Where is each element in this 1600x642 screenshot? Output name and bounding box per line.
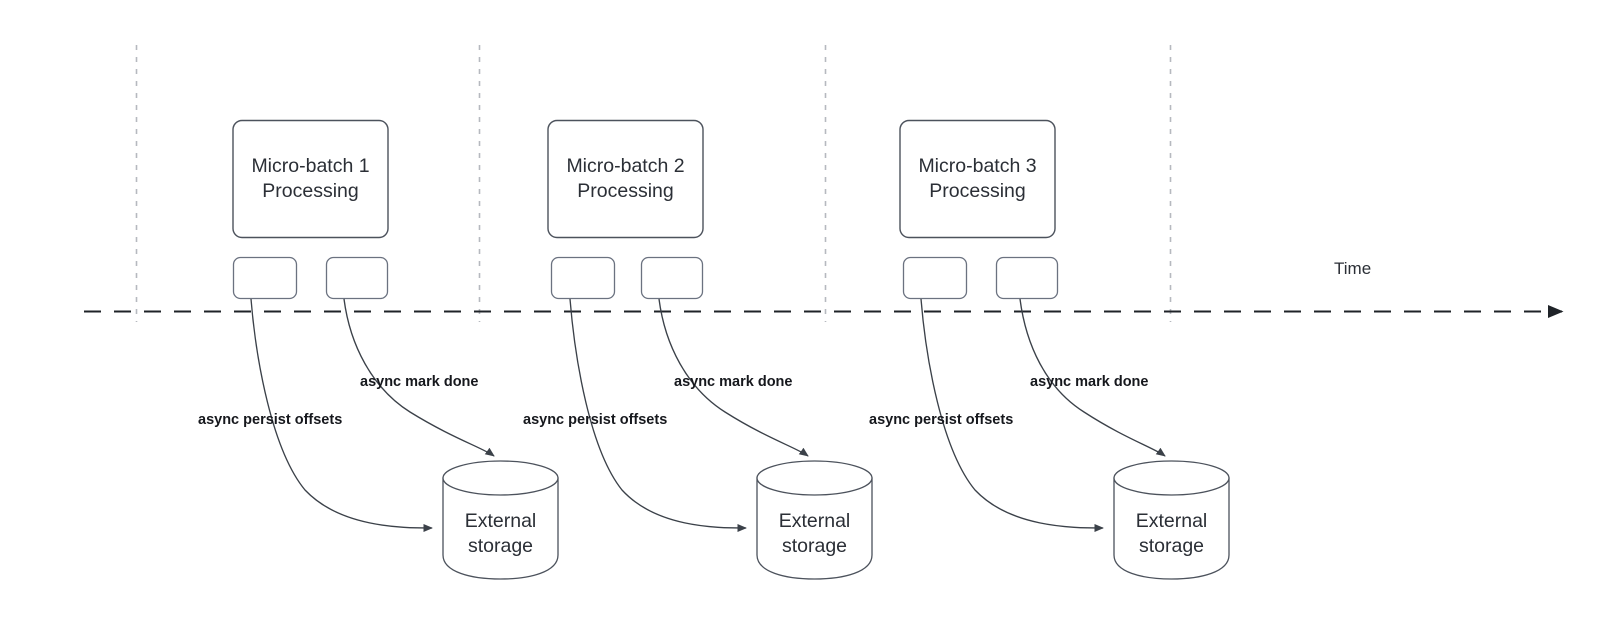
external-storage-1[interactable]: External storage (442, 460, 559, 580)
microbatch-3-task-box-left[interactable] (902, 256, 968, 300)
external-storage-3[interactable]: External storage (1113, 460, 1230, 580)
timeline-tick-group (135, 45, 1172, 322)
microbatch-2-box-rect[interactable] (547, 119, 704, 239)
microbatch-3-box-label-line1: Micro-batch 3 (918, 155, 1036, 177)
edge-async-persist-offsets-3 (920, 298, 1104, 532)
external-storage-2-top (756, 460, 873, 496)
microbatch-3-box-rect[interactable] (899, 119, 1056, 239)
external-storage-3-label-line2: storage (1139, 535, 1204, 557)
microbatch-3-box[interactable]: Micro-batch 3 Processing (899, 119, 1056, 239)
microbatch-1-box-label-line2: Processing (262, 180, 358, 202)
microbatch-3-task-box-right[interactable] (995, 256, 1059, 300)
microbatch-1-task-box-left[interactable] (232, 256, 298, 300)
edge-async-persist-offsets-1-label: async persist offsets (198, 412, 342, 428)
external-storage-2-label-line2: storage (782, 535, 847, 557)
external-storage-3-body[interactable] (1113, 477, 1230, 580)
microbatch-1-task-box-right[interactable] (325, 256, 389, 300)
edge-async-persist-offsets-2-label: async persist offsets (523, 412, 667, 428)
microbatch-3-box-label-line2: Processing (929, 180, 1025, 202)
edge-async-mark-done-3 (1019, 298, 1166, 457)
microbatch-1-box-rect[interactable] (232, 119, 389, 239)
external-storage-1-top (442, 460, 559, 496)
edge-async-mark-done-2 (658, 298, 809, 457)
external-storage-3-label-line1: External (1136, 510, 1208, 532)
microbatch-2-task-box-left[interactable] (550, 256, 616, 300)
edge-async-mark-done-3-label: async mark done (1030, 374, 1148, 390)
group-1: Micro-batch 1 Processing External storag… (198, 119, 559, 580)
microbatch-2-box-label-line2: Processing (577, 180, 673, 202)
external-storage-1-label-line1: External (465, 510, 537, 532)
edge-async-mark-done-2-label: async mark done (674, 374, 792, 390)
external-storage-2-body[interactable] (756, 477, 873, 580)
external-storage-2-label-line1: External (779, 510, 851, 532)
edge-async-mark-done-1-label: async mark done (360, 374, 478, 390)
microbatch-2-box[interactable]: Micro-batch 2 Processing (547, 119, 704, 239)
microbatch-2-task-box-right[interactable] (640, 256, 704, 300)
edge-async-mark-done-1 (343, 298, 495, 457)
external-storage-2[interactable]: External storage (756, 460, 873, 580)
time-axis-label: Time (1334, 259, 1371, 278)
edge-async-persist-offsets-1 (250, 298, 433, 532)
edge-async-persist-offsets-2 (569, 298, 747, 532)
microbatch-1-box[interactable]: Micro-batch 1 Processing (232, 119, 389, 239)
group-3: Micro-batch 3 Processing External storag… (869, 119, 1230, 580)
external-storage-1-label-line2: storage (468, 535, 533, 557)
edge-async-persist-offsets-3-label: async persist offsets (869, 412, 1013, 428)
external-storage-3-top (1113, 460, 1230, 496)
microbatch-1-box-label-line1: Micro-batch 1 (251, 155, 369, 177)
external-storage-1-body[interactable] (442, 477, 559, 580)
group-2: Micro-batch 2 Processing External storag… (523, 119, 873, 580)
microbatch-2-box-label-line1: Micro-batch 2 (566, 155, 684, 177)
